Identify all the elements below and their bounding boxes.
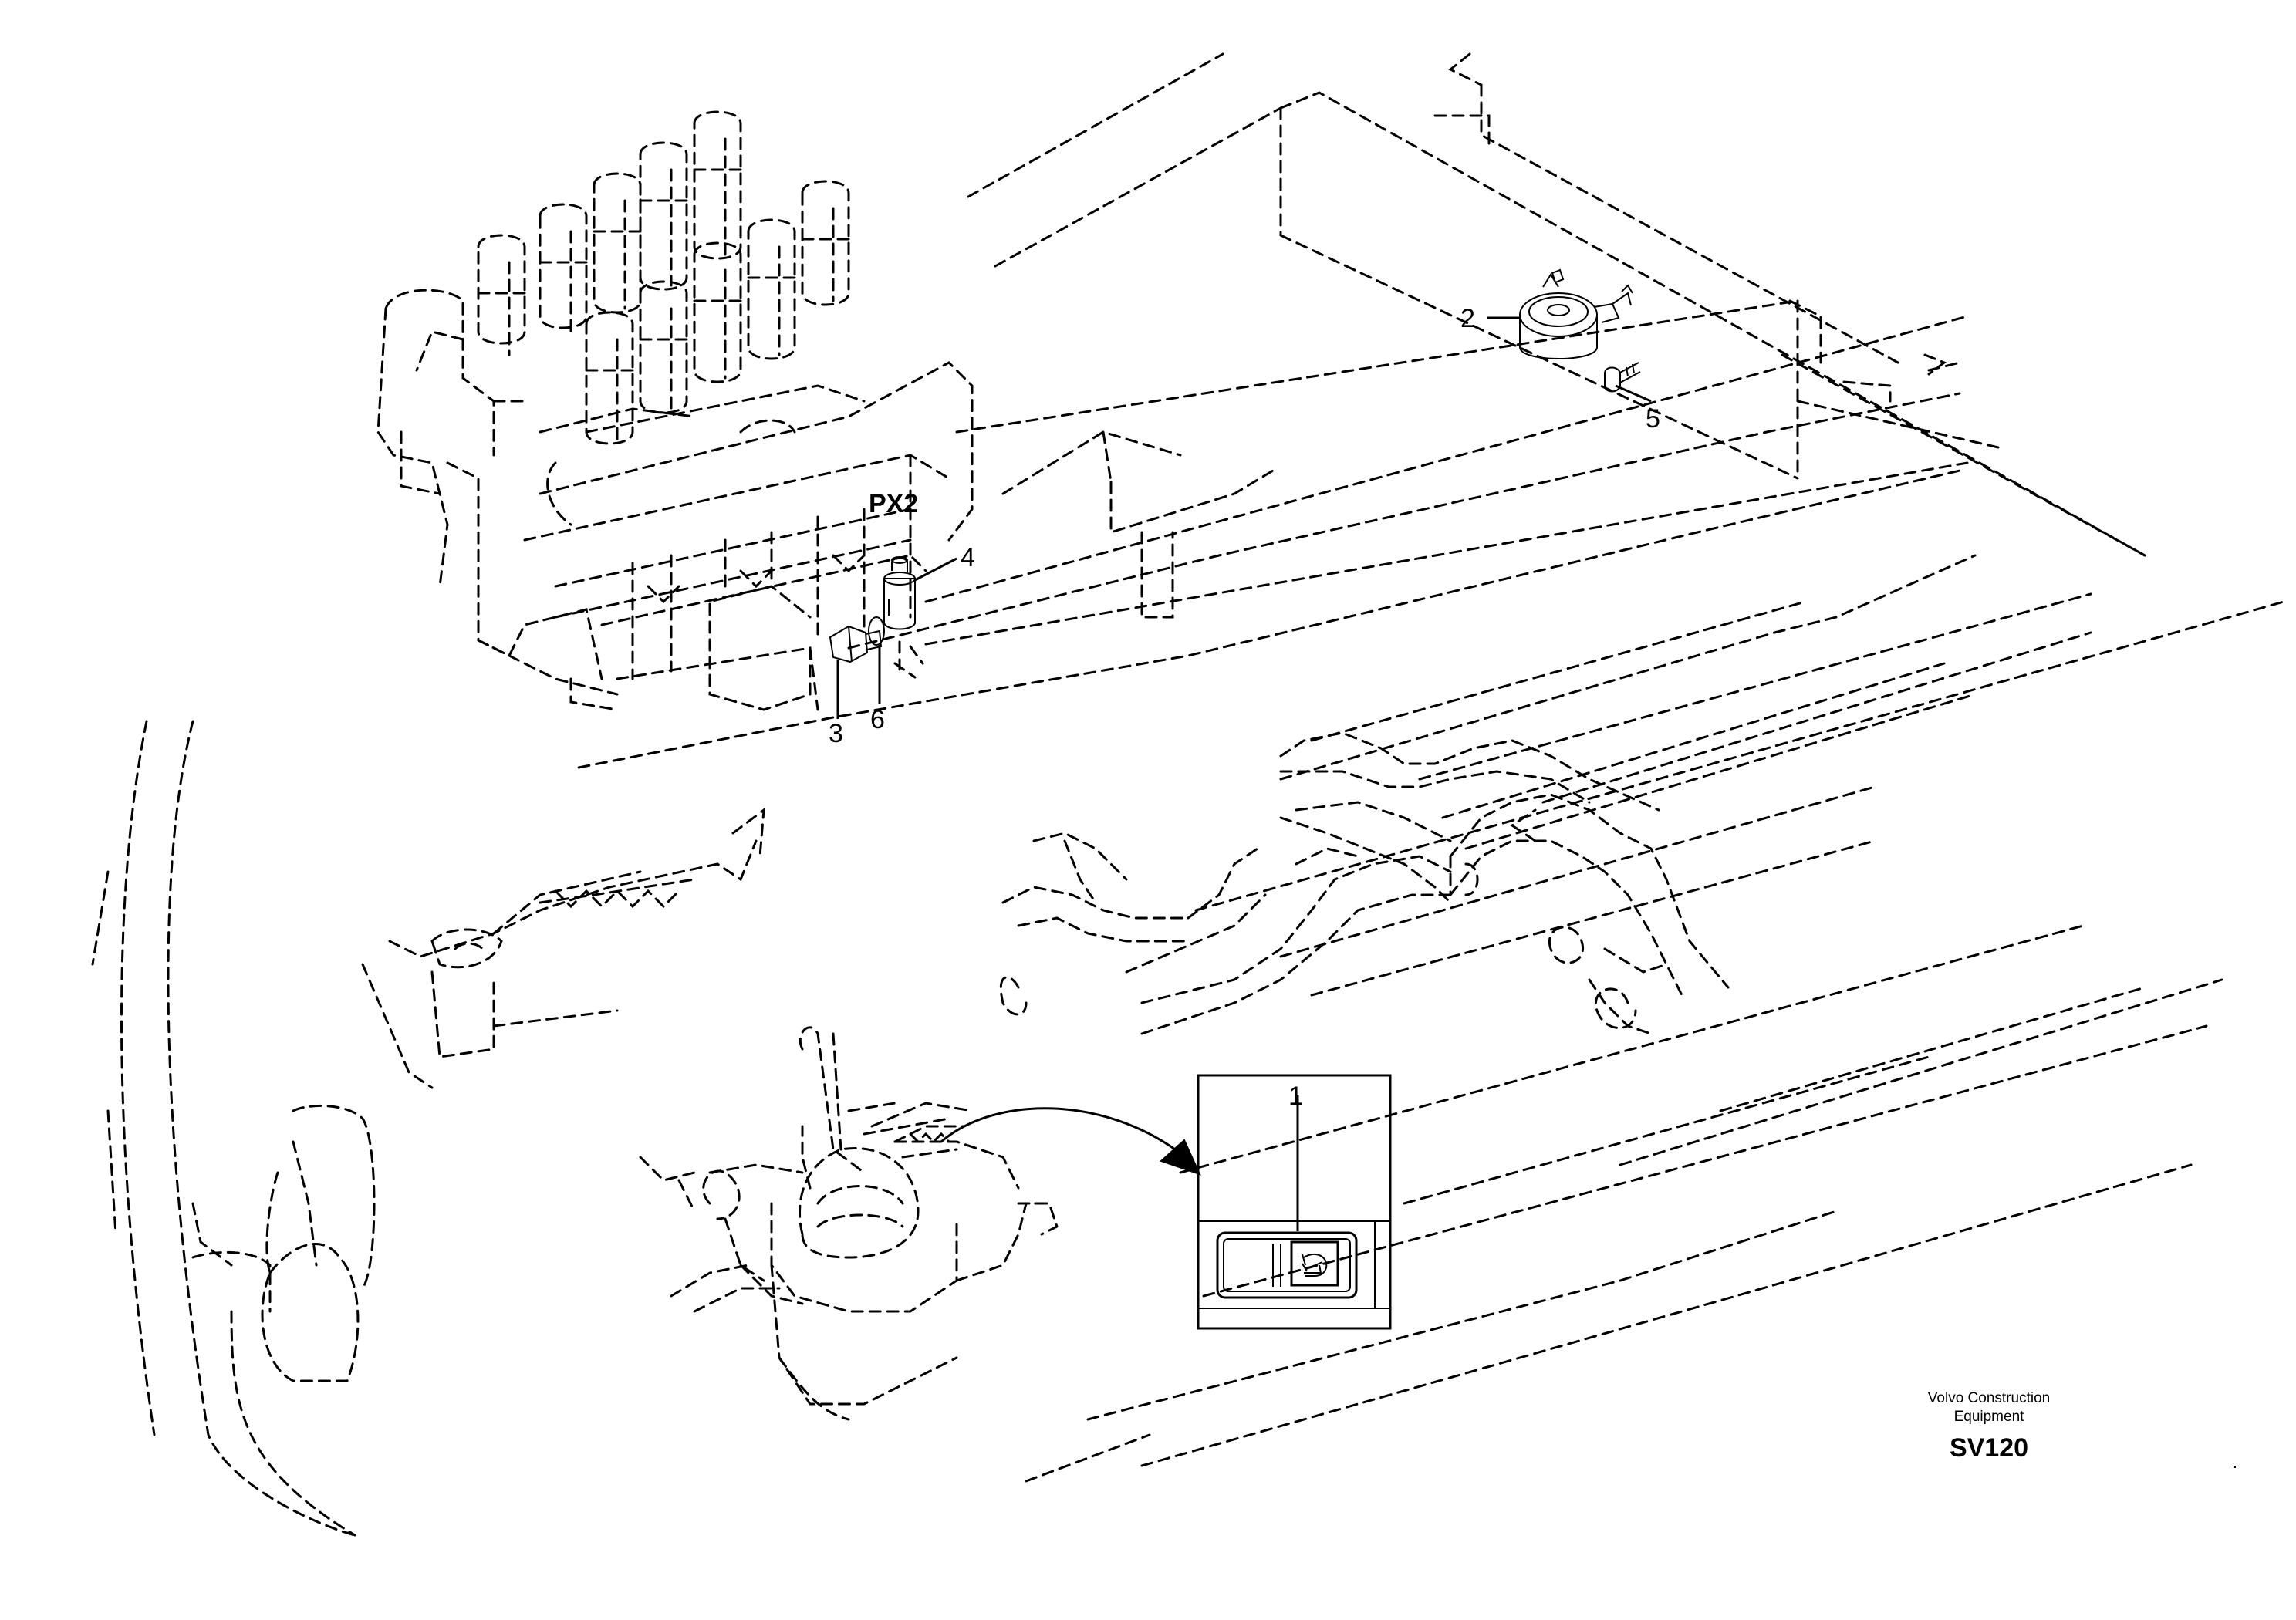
brand-line-1: Volvo Construction: [1928, 1390, 2050, 1406]
o-ring-icon: [868, 616, 885, 646]
adapter-fitting-icon: [883, 556, 924, 679]
valve-spool-caps: [477, 110, 850, 445]
leader-line-4: [914, 557, 957, 582]
pointer-arrow-icon: [940, 1107, 1201, 1176]
armrest-console: [388, 807, 765, 1058]
brand-line-2: Equipment: [1954, 1409, 2025, 1425]
alarm-buzzer-icon: [1519, 268, 1633, 359]
cab-frame-outline: [91, 720, 434, 1537]
callout-5: 5: [1646, 404, 1660, 434]
callout-3: 3: [829, 719, 843, 748]
joystick-icon: [639, 1026, 1059, 1421]
side-handle: [191, 1105, 376, 1382]
callout-1: 1: [1288, 1082, 1303, 1111]
pressure-switch-icon: [829, 625, 883, 663]
wiring-harness: [999, 731, 1730, 1035]
callout-2: 2: [1460, 304, 1475, 333]
leader-line-5: [1615, 384, 1652, 403]
stray-dot: [2234, 1466, 2236, 1468]
control-valve-block-icon: [376, 110, 974, 711]
rocker-switch-icon: [1216, 1231, 1358, 1299]
callout-4: 4: [961, 543, 975, 572]
model-label: SV120: [1950, 1433, 2028, 1463]
lamp-symbol-icon: [1302, 1253, 1328, 1277]
port-label-px2: PX2: [869, 489, 918, 518]
callout-6: 6: [870, 705, 885, 734]
screw-icon: [1604, 362, 1641, 393]
detail-box: [1197, 1074, 1392, 1330]
